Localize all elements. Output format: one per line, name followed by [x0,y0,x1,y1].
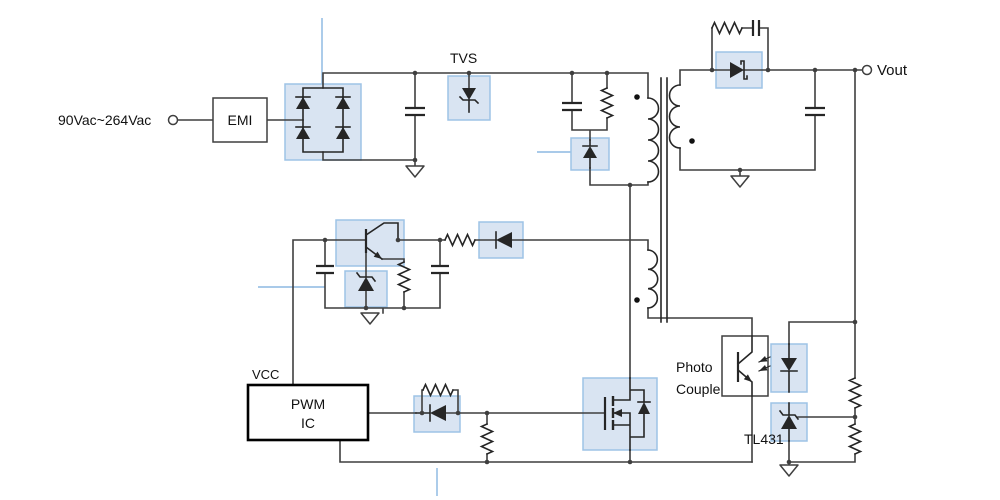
phototransistor-arrow [743,374,752,382]
photocoupler-led [780,343,798,393]
vout-terminal-circle [861,64,873,76]
ground-symbols [360,165,799,477]
emi-filter-box [212,97,268,143]
clamp-diode [582,139,598,169]
photocouple-label-line1: Photo [676,359,713,375]
aux-series-resistor [443,232,477,248]
emi-label: EMI [228,112,253,128]
mosfet-arrow [613,409,622,417]
sense-resistor [479,422,495,456]
transformer [634,77,695,323]
aux-winding [647,249,659,309]
startup-ground-icon [360,312,380,325]
light-arrows-icon [758,356,771,372]
clamp-resistor [599,86,615,120]
wiring [177,27,864,466]
bridge-rectifier [295,87,351,153]
tl431 [778,402,800,442]
gate-resistor [421,382,455,398]
aux-rectifier [443,231,512,249]
clamp-snubber [562,86,615,169]
bulk-capacitor [405,106,425,117]
divider-resistor-upper [847,376,863,410]
output-rectifier-diode [730,60,748,80]
output-snubber-resistor [710,20,744,36]
photocoupler-box [721,335,769,397]
output-capacitor [805,106,825,117]
primary-ground-icon [405,165,425,178]
emi-filter [212,97,268,143]
feedback-divider [847,376,863,456]
clamp-capacitor [562,101,582,112]
secondary-ground-icon [730,175,750,188]
ac-source [167,114,179,126]
tvs-label: TVS [450,50,477,66]
output-snubber-capacitor [751,20,761,36]
vcc-label: VCC [252,367,279,382]
vout-terminal [861,64,873,76]
divider-resistor-lower [847,422,863,456]
vout-label: Vout [877,62,908,79]
mosfet [603,377,651,451]
feedback-ground-icon [779,464,799,477]
secondary-winding [668,84,681,149]
output-snubber [710,20,761,36]
secondary-polarity-dot [689,138,695,144]
startup-transistor [364,222,399,261]
labels: 90Vac~264Vac EMI TVS Vout VCC PWM IC Pho… [58,50,908,447]
bridge-rectifier-highlight [284,83,362,161]
startup-regulator [316,222,449,294]
primary-polarity-dot [634,94,640,100]
photocouple-label-line2: Couple [676,381,721,397]
junction-dots [322,67,858,465]
startup-capacitor-right [431,264,449,275]
tvs-diode [458,88,480,113]
transformer-core [660,77,668,323]
primary-winding [647,97,660,183]
photocoupler [721,335,798,397]
ac-input-terminal [167,114,179,126]
pwm-ic [246,383,370,442]
tl431-label: TL431 [744,431,784,447]
startup-resistor [396,260,412,294]
aux-diode [495,231,512,249]
mosfet-body-diode [637,401,651,414]
pwm-ic-box [246,383,370,442]
aux-polarity-dot [634,297,640,303]
accent-lines [258,18,571,496]
startup-zener [355,271,377,291]
startup-capacitor-left [316,264,334,275]
pwm-ic-label-line1: PWM [291,396,325,412]
ac-input-label: 90Vac~264Vac [58,112,151,128]
pwm-ic-label-line2: IC [301,415,315,431]
